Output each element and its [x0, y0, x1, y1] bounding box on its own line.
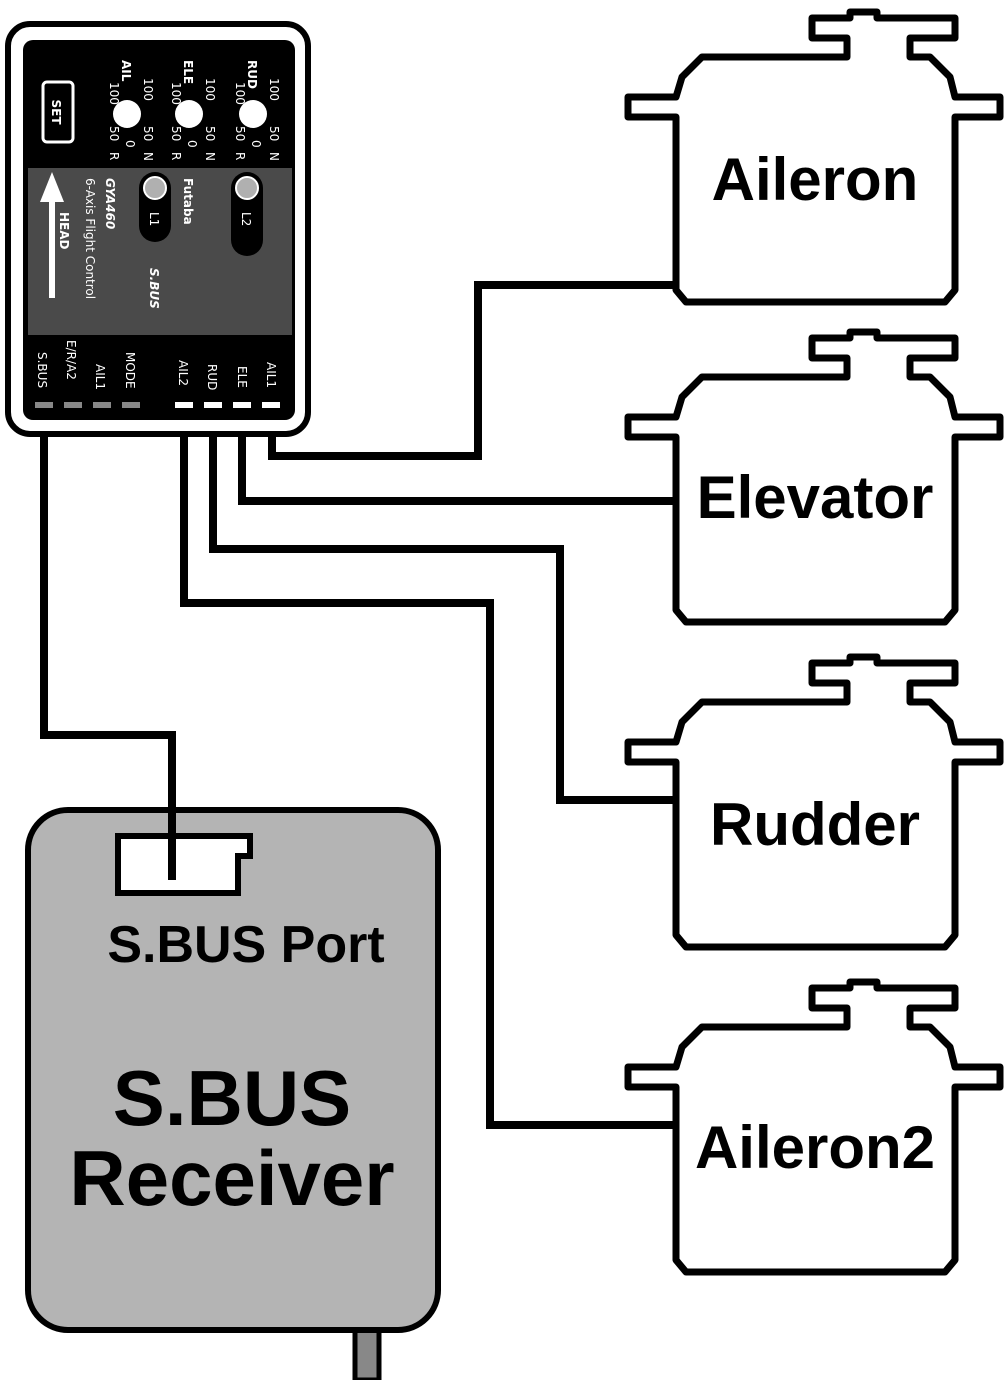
brand-logo: Futaba	[181, 178, 195, 225]
sbus-receiver: S.BUS Port S.BUS Receiver	[25, 807, 441, 1380]
led-l1: L1	[139, 172, 171, 242]
knob-rud-scale-n: N	[267, 152, 281, 161]
servo-elevator-body	[624, 328, 1004, 626]
port-label-rud: RUD	[205, 364, 219, 390]
servo-aileron-label: Aileron	[712, 146, 919, 213]
port-rud[interactable]	[204, 402, 222, 408]
servo-aileron: Aileron	[624, 8, 1004, 306]
knob-ail[interactable]: AIL 100 100 50 0 50 N R	[107, 60, 155, 161]
knob-rud-scale-left: 100	[233, 82, 247, 105]
servo-elevator-label: Elevator	[697, 464, 934, 531]
knob-ail-dial[interactable]	[113, 100, 141, 128]
set-button-label: SET	[49, 99, 63, 125]
servo-aileron2-label: Aileron2	[695, 1114, 935, 1181]
port-ail2[interactable]	[175, 402, 193, 408]
servo-elevator: Elevator	[624, 328, 1004, 626]
knob-ail-scale-50a: 50	[141, 126, 155, 141]
head-arrow-icon	[40, 172, 64, 298]
wire-ail1-to-aileron	[268, 281, 676, 460]
knob-ail-scale-r: R	[107, 152, 121, 160]
gyro-unit: SET AIL 100 100 50 0 50 N R ELE 100 100 …	[5, 21, 311, 437]
knob-rud-scale-top: 100	[267, 78, 281, 101]
led-l2-label: L2	[239, 212, 253, 226]
servo-rudder-label: Rudder	[710, 791, 920, 858]
wire-ail2-to-aileron2	[180, 420, 676, 1129]
led-l2-indicator	[235, 176, 259, 200]
knob-ele-scale-left: 100	[169, 82, 183, 105]
set-button[interactable]	[41, 80, 75, 144]
receiver-sbus-port[interactable]	[115, 833, 253, 896]
knob-ele-label: ELE	[181, 60, 195, 84]
receiver-title-line2: Receiver	[69, 1134, 394, 1222]
wire-rud-to-rudder	[209, 420, 676, 804]
led-l1-indicator	[143, 176, 167, 200]
knob-rud[interactable]: RUD 100 100 50 0 50 N R	[233, 60, 281, 161]
knob-ail-label: AIL	[119, 60, 133, 82]
model-name: GYA460	[103, 178, 117, 229]
port-label-ail2: AIL2	[176, 360, 190, 386]
servo-aileron-body	[624, 8, 1004, 306]
port-label-sbus: S.BUS	[35, 352, 49, 388]
knob-ele-scale-50a: 50	[203, 126, 217, 141]
knob-ail-scale-n: N	[141, 152, 155, 161]
knob-ail-scale-left: 100	[107, 82, 121, 105]
knob-ail-scale-top: 100	[141, 78, 155, 101]
knob-ele-scale-0: 0	[185, 140, 199, 148]
servo-aileron2-body	[624, 978, 1004, 1276]
receiver-title-line1: S.BUS	[113, 1054, 351, 1142]
servo-rudder: Rudder	[624, 653, 1004, 951]
knob-rud-dial[interactable]	[239, 100, 267, 128]
port-era2[interactable]	[64, 402, 82, 408]
port-mode[interactable]	[122, 402, 140, 408]
led-l2: L2	[231, 172, 263, 256]
knob-ele-scale-top: 100	[203, 78, 217, 101]
model-subtitle: 6-Axis Flight Control	[83, 178, 97, 299]
port-sbus[interactable]	[35, 402, 53, 408]
servo-aileron2: Aileron2	[624, 978, 1004, 1276]
receiver-port-label: S.BUS Port	[107, 916, 384, 974]
knob-ele-scale-r: R	[169, 152, 183, 160]
knob-ail-scale-50b: 50	[107, 126, 121, 141]
wire-group	[40, 281, 676, 1129]
port-ele[interactable]	[233, 402, 251, 408]
port-label-ail1-right: AIL1	[264, 362, 278, 388]
port-label-era2: E/R/A2	[64, 340, 78, 380]
knob-ail-scale-0: 0	[123, 140, 137, 148]
port-label-mode: MODE	[123, 352, 137, 389]
head-label: HEAD	[57, 212, 71, 250]
sbus-logo: S.BUS	[147, 268, 161, 309]
servo-rudder-body	[624, 653, 1004, 951]
wire-ele-to-elevator	[238, 420, 676, 505]
port-ail1-left[interactable]	[93, 402, 111, 408]
port-label-ail1-left: AIL1	[93, 364, 107, 390]
knob-ele[interactable]: ELE 100 100 50 0 50 N R	[169, 60, 217, 161]
knob-rud-scale-0: 0	[249, 140, 263, 148]
knob-ele-scale-n: N	[203, 152, 217, 161]
knob-rud-scale-r: R	[233, 152, 247, 160]
port-ail1-right[interactable]	[262, 402, 280, 408]
led-l1-label: L1	[147, 212, 161, 226]
knob-ele-dial[interactable]	[175, 100, 203, 128]
knob-rud-label: RUD	[245, 60, 259, 89]
knob-rud-scale-50a: 50	[267, 126, 281, 141]
receiver-body	[25, 807, 441, 1333]
knob-ele-scale-50b: 50	[169, 126, 183, 141]
port-label-ele: ELE	[235, 366, 249, 388]
knob-rud-scale-50b: 50	[233, 126, 247, 141]
